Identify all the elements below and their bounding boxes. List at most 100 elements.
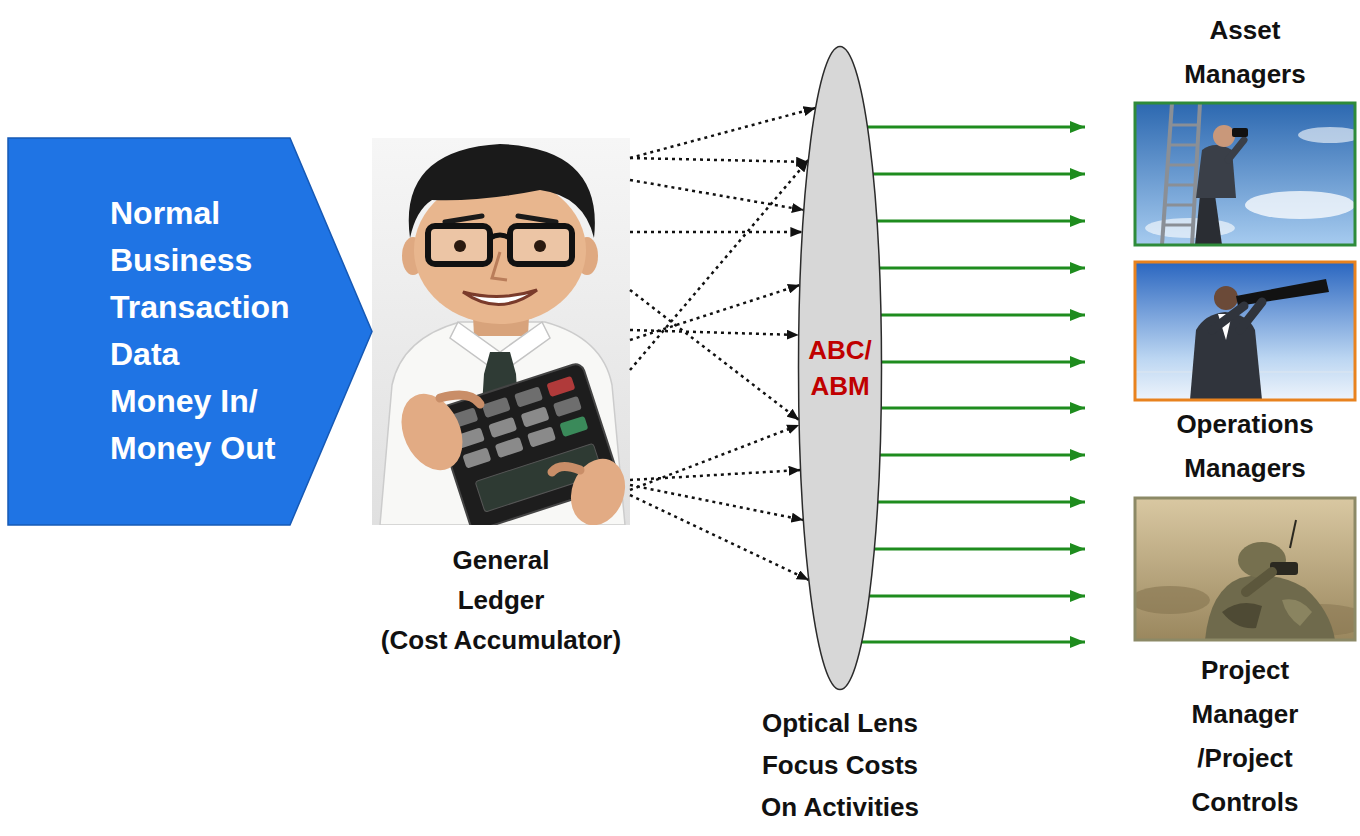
- dotted-arrow: [630, 160, 808, 370]
- nose: [492, 252, 507, 280]
- key: [482, 397, 511, 418]
- arm: [1212, 306, 1244, 330]
- sky: [1135, 262, 1355, 400]
- sky: [1135, 103, 1355, 245]
- dotted-arrow: [630, 485, 803, 520]
- telescope: [1236, 279, 1329, 306]
- flow-arrow: [877, 220, 1085, 223]
- glasses-bridge: [490, 235, 510, 238]
- key: [488, 417, 517, 438]
- chevron-text-block: Normal Business Transaction DataMoney In…: [110, 190, 315, 472]
- lens-caption: Optical Lens Focus Costs On Activities: [752, 702, 928, 828]
- dotted-arrow: [630, 180, 804, 210]
- role-label-block: Asset Managers: [1165, 8, 1325, 96]
- dotted-arrow: [630, 425, 799, 490]
- glasses: [510, 226, 572, 264]
- finger: [552, 466, 580, 472]
- operations-photo: [1135, 262, 1355, 400]
- key: [514, 386, 543, 407]
- lens-label-block: ABC/ ABM: [797, 332, 883, 404]
- key: [495, 437, 524, 458]
- ladder-rung: [1165, 204, 1194, 207]
- camouflage: [1282, 599, 1312, 626]
- legs: [1195, 195, 1222, 245]
- dotted-arrow: [630, 290, 799, 420]
- chevron-text: Normal Business Transaction Data: [110, 190, 305, 378]
- lens-label: ABC/ ABM: [802, 332, 878, 404]
- eye: [454, 240, 466, 252]
- ladder-rung: [1167, 184, 1196, 187]
- flow-arrow: [881, 407, 1085, 410]
- desert: [1135, 498, 1355, 640]
- finger: [440, 395, 480, 404]
- dotted-arrow: [630, 470, 801, 480]
- role-label: Asset Managers: [1165, 8, 1325, 96]
- ledger-photo-box: General Ledger(Cost Accumulator): [372, 138, 630, 525]
- key: [553, 396, 582, 417]
- lens-caption-block: Optical Lens Focus Costs On Activities: [752, 702, 928, 828]
- flow-arrow: [880, 454, 1085, 457]
- flow-arrow: [874, 548, 1085, 551]
- operations-managers: Operations Managers: [1085, 262, 1355, 494]
- project-photo: [1130, 498, 1360, 640]
- cloud: [1298, 127, 1355, 143]
- key: [546, 376, 575, 397]
- hand: [562, 451, 630, 525]
- lens-outline: [797, 45, 883, 691]
- flow-arrow: [873, 173, 1085, 176]
- key: [527, 426, 556, 447]
- grin: [463, 290, 537, 305]
- dotted-arrow: [630, 285, 800, 340]
- dotted-arrow: [630, 108, 816, 158]
- ladder-rung: [1170, 144, 1198, 147]
- role-label: Operations Managers: [1165, 402, 1325, 490]
- flow-arrow: [881, 361, 1085, 364]
- key: [521, 406, 550, 427]
- chevron-shape: [8, 138, 372, 525]
- cloud: [1245, 191, 1355, 219]
- glasses: [428, 226, 490, 264]
- cloud: [1145, 218, 1235, 238]
- abm-lens: ABC/ ABMOptical Lens Focus Costs On Acti…: [797, 45, 883, 691]
- dotted-arrow: [630, 495, 809, 580]
- binoculars: [1232, 128, 1248, 137]
- role-label-block: Operations Managers: [1165, 402, 1325, 490]
- flow-arrow: [862, 641, 1085, 644]
- input-chevron: Normal Business Transaction DataMoney In…: [8, 138, 372, 525]
- suit: [1190, 312, 1262, 400]
- project-scene: [1135, 498, 1355, 640]
- asset-managers: Asset Managers: [1085, 8, 1355, 245]
- dotted-arrow: [630, 330, 799, 335]
- role-label: Project Manager /Project Controls: [1165, 648, 1325, 824]
- operations-scene: [1135, 262, 1355, 400]
- photo-frame: [1135, 103, 1355, 245]
- flow-arrow: [878, 501, 1085, 504]
- arm: [1228, 140, 1244, 160]
- asset-photo: [1135, 103, 1360, 245]
- ladder-rung: [1168, 164, 1197, 167]
- soldier-body: [1205, 576, 1335, 640]
- ladder-rung: [1164, 224, 1193, 227]
- camouflage: [1222, 603, 1262, 628]
- flow-arrow: [879, 267, 1085, 270]
- arm: [1246, 572, 1272, 592]
- dotted-arrow: [630, 231, 802, 234]
- photo-frame: [1135, 262, 1355, 400]
- photo-frame: [1135, 498, 1355, 640]
- ladder-rung: [1171, 124, 1199, 127]
- head: [1214, 286, 1238, 310]
- project-managers: Project Manager /Project Controls: [1085, 498, 1355, 828]
- antenna: [1290, 520, 1296, 548]
- chevron-text: Money In/ Money Out: [110, 378, 305, 472]
- eyebrow: [445, 216, 482, 222]
- ledger-caption-block: General Ledger(Cost Accumulator): [352, 540, 650, 660]
- asset-scene: [1135, 103, 1355, 245]
- ledger-caption: General Ledger: [426, 540, 576, 620]
- bush: [1135, 586, 1210, 614]
- head: [1213, 125, 1235, 147]
- key: [462, 447, 491, 468]
- eye: [534, 240, 546, 252]
- flow-arrow: [869, 595, 1085, 598]
- flow-arrow: [867, 126, 1085, 129]
